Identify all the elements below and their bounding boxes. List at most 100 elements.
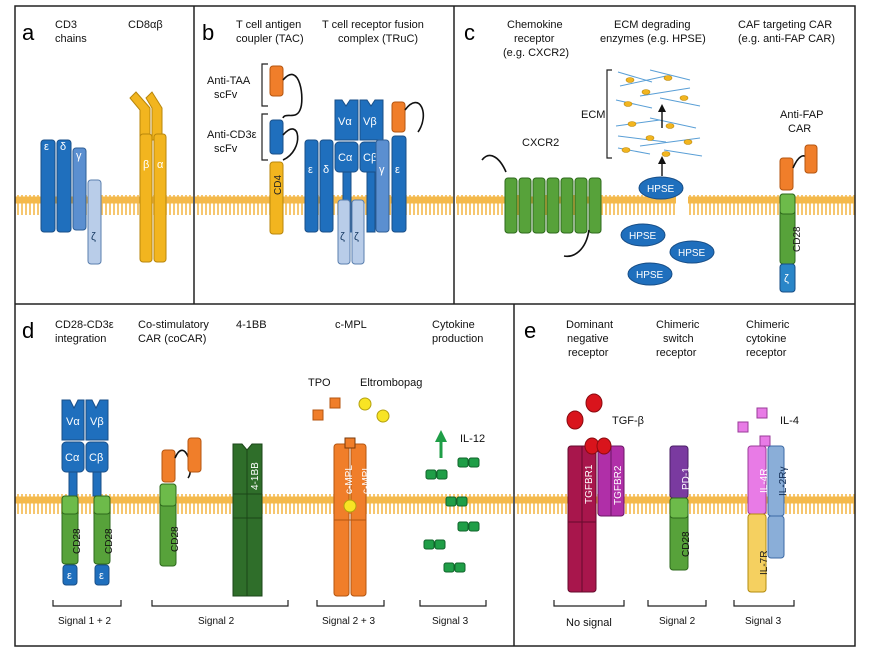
label-cd28-cd3e-1: CD28-CD3ε: [55, 319, 114, 331]
il4-ligand-1: [737, 421, 749, 433]
d-epsilon-right: [94, 564, 110, 586]
cd8-alpha-label: α: [157, 159, 164, 171]
hpse-top: [638, 176, 684, 200]
label-cd3-chains-1: CD3: [55, 19, 77, 31]
il2rg-label: IL-2Rγ: [778, 467, 789, 496]
il2rg-intracellular: [767, 515, 785, 559]
cd8-alpha-chain: [153, 133, 167, 263]
panel-letter-c: c: [464, 20, 475, 45]
tac-cd4-label: CD4: [273, 175, 284, 195]
tpo-bound: [344, 437, 356, 449]
label-switch-2: switch: [663, 333, 694, 345]
label-il12: IL-12: [460, 433, 485, 445]
il7r-label: IL-7R: [759, 551, 770, 575]
tgfb-bound-2: [596, 437, 612, 455]
d-valpha-label: Vα: [66, 416, 80, 428]
label-truc-2: complex (TRuC): [338, 33, 418, 45]
anti-fap-zeta-label: ζ: [784, 273, 789, 285]
ecm-particles: [621, 75, 693, 157]
tgfbr1-label: TGFBR1: [584, 464, 595, 504]
panel-c: c Chemokine receptor (e.g. CXCR2) ECM de…: [464, 19, 835, 293]
truc-zeta-right: [351, 199, 365, 265]
hpse-enzymes: HPSE HPSE HPSE HPSE: [620, 176, 715, 286]
anti-fap-cd28-label: CD28: [792, 226, 803, 252]
label-cd3-chains-2: chains: [55, 33, 87, 45]
d-signal-1: Signal 1 + 2: [58, 616, 112, 627]
eltrombopag-ligand-1: [358, 397, 372, 411]
d-vbeta-label: Vβ: [90, 416, 104, 428]
d-epsilon-left: [62, 564, 78, 586]
label-caf-2: (e.g. anti-FAP CAR): [738, 33, 835, 45]
label-cocar-2: CAR (coCAR): [138, 333, 206, 345]
cocar-cd28-label: CD28: [170, 526, 181, 552]
truc-cd3-delta: [319, 139, 334, 233]
panel-e: e Dominant negative receptor Chimeric sw…: [524, 318, 799, 629]
e-signal-1: No signal: [566, 617, 612, 629]
d-signal-4: Signal 3: [432, 616, 469, 627]
label-anti-taa-1: Anti-TAA: [207, 75, 251, 87]
d-cd28-left-label: CD28: [72, 528, 83, 554]
cd3-delta-chain: [56, 139, 72, 233]
hpse-bottom-label: HPSE: [636, 270, 664, 281]
truc-cd3-epsilon-2-label: ε: [395, 164, 400, 176]
label-chemokine-1: Chemokine: [507, 19, 563, 31]
truc-vbeta: [359, 99, 384, 141]
cd8-beta-label: β: [143, 159, 149, 171]
cd3-gamma-chain: [72, 147, 87, 231]
anti-fap-scfv: [779, 157, 794, 191]
cd3-zeta-label: ζ: [91, 231, 96, 243]
cmpl-right-label: c-MPL: [361, 465, 372, 494]
tpo-ligand-1: [312, 409, 324, 421]
hpse-mid-right-label: HPSE: [678, 248, 706, 259]
label-eltrombopag: Eltrombopag: [360, 377, 422, 389]
label-switch-3: receptor: [656, 347, 697, 359]
cd3-epsilon-label: ε: [44, 141, 49, 153]
label-switch-1: Chimeric: [656, 319, 700, 331]
truc-cd3-epsilon: [304, 139, 319, 233]
switch-cd28-label: CD28: [681, 531, 692, 557]
label-dominant-3: receptor: [568, 347, 609, 359]
cd3-epsilon-chain: [40, 139, 56, 233]
cd3-delta-label: δ: [60, 141, 66, 153]
d-cbeta-label: Cβ: [89, 452, 103, 464]
label-anti-fap-2: CAR: [788, 123, 811, 135]
label-cytokine-1: Cytokine: [432, 319, 475, 331]
tgfb-ligand-1: [566, 410, 584, 430]
panel-letter-d: d: [22, 318, 34, 343]
truc-zeta-left: [337, 199, 351, 265]
label-il4: IL-4: [780, 415, 799, 427]
d-signal-3: Signal 2 + 3: [322, 616, 376, 627]
d-cd28-right-label: CD28: [104, 528, 115, 554]
hpse-top-label: HPSE: [647, 184, 675, 195]
e-signal-3: Signal 3: [745, 616, 782, 627]
label-caf-1: CAF targeting CAR: [738, 19, 832, 31]
hpse-mid-left-label: HPSE: [629, 231, 657, 242]
label-tpo: TPO: [308, 377, 331, 389]
membrane-c-right: [688, 195, 855, 215]
d-valpha: [61, 399, 85, 441]
panel-letter-b: b: [202, 20, 214, 45]
truc-cbeta-label: Cβ: [363, 152, 377, 164]
cocar-scfv-1: [161, 449, 176, 483]
membrane-d: [15, 494, 513, 514]
tac-anti-cd3-scfv: [269, 119, 284, 155]
hpse-bottom: [627, 262, 673, 286]
tgfb-ligand-2: [585, 393, 603, 413]
d-epsilon-right-label: ε: [99, 570, 104, 582]
label-dominant-2: negative: [567, 333, 609, 345]
e-signal-2: Signal 2: [659, 616, 696, 627]
hpse-mid-right: [669, 240, 715, 264]
d-vbeta: [85, 399, 109, 441]
label-tac-1: T cell antigen: [236, 19, 301, 31]
panel-a: a CD3 chains CD8αβ ε δ γ ζ β α: [22, 19, 167, 265]
label-ecm-enzymes-2: enzymes (e.g. HPSE): [600, 33, 706, 45]
truc-zeta-right-label: ζ: [354, 231, 359, 243]
label-cytokine-rec-3: receptor: [746, 347, 787, 359]
tac-cd4-domain: [269, 161, 284, 235]
eltrombopag-bound: [343, 499, 357, 513]
truc-zeta-left-label: ζ: [340, 231, 345, 243]
truc-cd3-gamma: [375, 139, 390, 233]
label-4-1bb-col: 4-1BB: [236, 319, 267, 331]
label-cd28-cd3e-2: integration: [55, 333, 106, 345]
